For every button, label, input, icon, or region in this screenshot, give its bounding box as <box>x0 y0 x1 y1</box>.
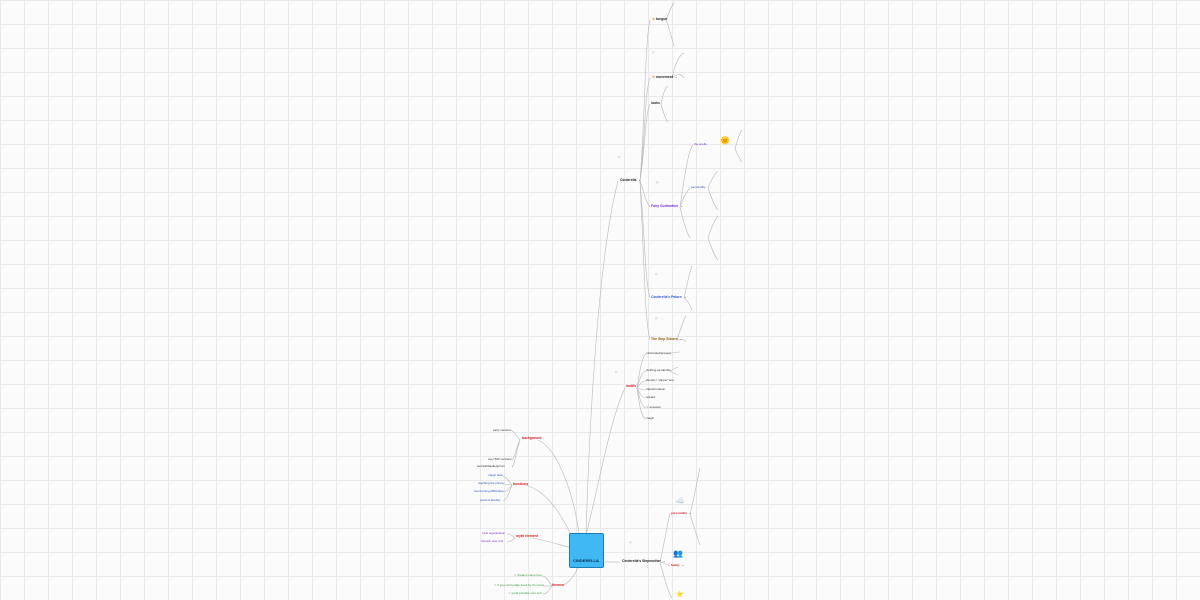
branch-label: personality <box>691 185 706 189</box>
motif-item[interactable]: transformation <box>646 387 666 391</box>
branch-label: Cinderella's Palace <box>651 295 682 299</box>
branch-fairy-godmother[interactable]: Fairy Godmother⌄ <box>651 204 683 208</box>
collapse-chevron-icon[interactable]: ⌄ <box>597 559 600 563</box>
branch-themes[interactable]: themes <box>552 583 564 587</box>
root-label: CINDERELLA <box>573 558 599 563</box>
star-icon: ☆ <box>652 17 656 21</box>
cloud-icon: ☁️ <box>675 496 685 505</box>
branch-personality[interactable]: personality <box>691 186 706 189</box>
branch-looks[interactable]: looks <box>651 101 660 105</box>
branch-tongue[interactable]: ☆ tongue <box>652 17 668 21</box>
chevron-icon[interactable]: ⌄ <box>638 178 641 182</box>
branch-label: the spells <box>694 142 707 146</box>
branch-step-sisters[interactable]: The Step Sisters⌄ <box>651 337 683 341</box>
branch-label: looks <box>651 101 660 105</box>
chevron-icon[interactable]: ⌄ <box>689 511 692 515</box>
link-icon: ◎ <box>629 540 632 544</box>
link-icon: ◎ <box>615 370 618 374</box>
motif-item[interactable]: reward <box>646 395 656 399</box>
family-icon: 👥 <box>673 549 683 558</box>
root-node[interactable]: ·· CINDERELLA ⌄ <box>569 533 604 568</box>
function-item[interactable]: proof of identity <box>480 498 501 502</box>
link-icon: ◎ <box>655 272 658 276</box>
chevron-icon[interactable]: ⌄ <box>662 559 666 563</box>
motif-item[interactable]: clothing as identity <box>646 368 671 372</box>
background-item[interactable]: early versions <box>493 428 512 432</box>
branch-cinderella[interactable]: Cinderella⌄ <box>620 178 641 182</box>
background-item[interactable]: over 500 versions <box>488 457 512 461</box>
link-icon: ◎ <box>655 316 658 320</box>
link-icon: ◎ <box>652 50 655 54</box>
function-item[interactable]: reaching the prince <box>478 481 504 485</box>
motif-item[interactable]: ☆ ancestor <box>646 405 662 409</box>
theme-item[interactable]: ☆ good prevails over evil <box>508 591 542 595</box>
branch-label: Cinderella <box>620 178 637 182</box>
chevron-icon[interactable]: ⌄ <box>679 337 683 341</box>
branch-label: myth element <box>516 534 538 538</box>
branch-myth-element[interactable]: myth element <box>516 534 538 538</box>
theme-item[interactable]: ☆ if you can't judge book by it's cover <box>494 583 544 587</box>
stepmother-family[interactable]: family⌄ <box>671 564 684 567</box>
branch-stepmother[interactable]: Cinderella's Stepmother⌄ <box>622 559 666 563</box>
chevron-icon[interactable]: ⌄ <box>683 295 687 299</box>
branch-label: functions <box>513 482 529 486</box>
branch-label: The Step Sisters <box>651 337 678 341</box>
chevron-icon[interactable]: ⌄ <box>681 563 685 567</box>
branch-label: personality <box>671 511 688 515</box>
motif-item[interactable]: identity / 'slipper' test <box>646 378 674 382</box>
theme-item[interactable]: ☆ dreams come true <box>514 573 542 577</box>
branch-label: Fairy Godmother <box>651 204 679 208</box>
link-icon: ◎ <box>618 155 621 159</box>
branch-background[interactable]: background <box>522 436 542 440</box>
star-icon: ⭐ <box>676 592 684 598</box>
function-item[interactable]: overcoming difficulties <box>474 489 504 493</box>
star-icon: ☆ <box>652 75 656 79</box>
branch-label: movement <box>656 75 673 79</box>
sun-icon: 🌞 <box>720 136 730 145</box>
myth-item[interactable]: triumph over evil <box>481 539 504 543</box>
branch-cinderellas-palace[interactable]: Cinderella's Palace⌄ <box>651 295 687 299</box>
branch-the-spells[interactable]: the spells <box>694 143 707 146</box>
chevron-icon[interactable]: ⌄ <box>674 75 678 79</box>
branch-label: family <box>671 563 680 567</box>
stepmother-personality[interactable]: personality⌄ <box>671 512 692 515</box>
function-item[interactable]: magic help <box>488 473 503 477</box>
chevron-icon[interactable]: ⌄ <box>680 204 683 208</box>
branch-functions[interactable]: functions <box>513 482 529 486</box>
motif-item[interactable]: magic <box>646 416 655 420</box>
branch-label: themes <box>552 583 564 587</box>
link-icon: ◎ <box>656 180 659 184</box>
root-marker: ·· <box>580 537 582 541</box>
branch-label: motifs <box>626 384 637 388</box>
branch-movement[interactable]: ☆ movement⌄ <box>652 75 678 79</box>
myth-item[interactable]: rural organization <box>482 531 506 535</box>
background-item[interactable]: perrault/basile/grimm <box>477 464 506 468</box>
motif-item[interactable]: mistreated/present <box>646 351 671 355</box>
branch-label: tongue <box>656 17 668 21</box>
branch-label: Cinderella's Stepmother <box>622 559 661 563</box>
branch-label: background <box>522 436 542 440</box>
branch-motifs[interactable]: motifs <box>626 384 637 388</box>
